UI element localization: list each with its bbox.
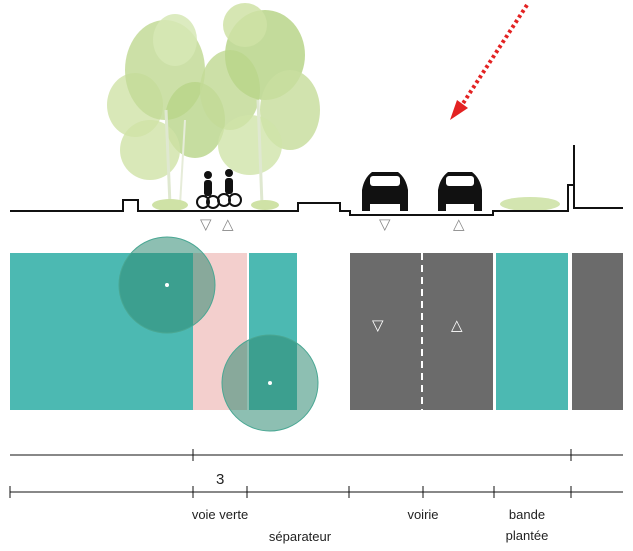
label-separateur: séparateur xyxy=(269,529,332,544)
direction-up-marker: △ xyxy=(453,216,465,233)
dimension-line-bottom xyxy=(9,486,623,498)
label-voie-verte: voie verte xyxy=(192,507,248,522)
tree-icon xyxy=(200,3,320,206)
ground-profile-line xyxy=(10,184,623,216)
car-icon xyxy=(362,172,408,211)
direction-up-marker: △ xyxy=(222,216,234,233)
cyclist-icon xyxy=(196,171,220,209)
red-dotted-arrow-icon xyxy=(450,3,529,120)
direction-down-marker: ▽ xyxy=(372,317,384,334)
label-bande-line2: plantée xyxy=(506,528,549,543)
dimension-value: 3 xyxy=(216,471,224,488)
teal-zone-bande-plantee xyxy=(496,253,568,410)
grey-zone-right xyxy=(572,253,623,410)
tree-crown-circle xyxy=(221,334,319,432)
label-voirie: voirie xyxy=(407,507,438,522)
direction-down-marker: ▽ xyxy=(379,216,391,233)
label-bande-line1: bande xyxy=(509,507,545,522)
shrub-icon xyxy=(152,197,560,211)
direction-down-marker: ▽ xyxy=(200,216,212,233)
tree-crown-circle xyxy=(118,236,216,334)
direction-up-marker: △ xyxy=(451,317,463,334)
cyclist-icon xyxy=(217,169,242,207)
dimension-line-top xyxy=(10,449,623,461)
car-icon xyxy=(438,172,482,211)
